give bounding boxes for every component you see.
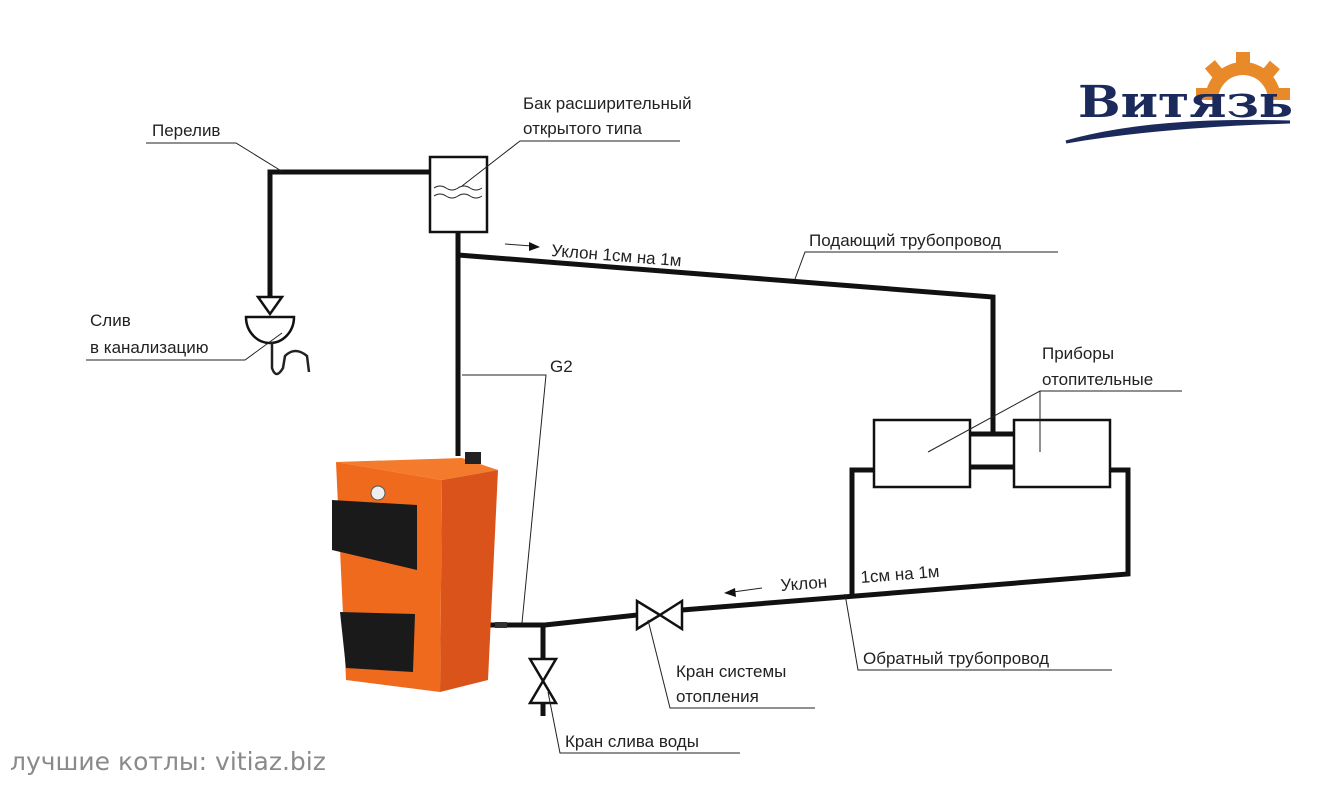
radiator-right — [1012, 418, 1112, 489]
return-pipe-label: Обратный трубопровод — [863, 649, 1049, 668]
vitiaz-logo: Витязь — [1065, 52, 1293, 144]
drain-valve-icon[interactable] — [527, 657, 559, 705]
drain-label-line2: в канализацию — [90, 338, 209, 357]
gear-icon — [1196, 52, 1290, 100]
return-slope-label-a: Уклон — [780, 572, 828, 595]
supply-pipe-label: Подающий трубопровод — [809, 231, 1001, 250]
return-left-drop — [849, 467, 874, 598]
tank-label-line1: Бак расширительный — [523, 94, 692, 113]
heating-valve-label-line1: Кран системы — [676, 662, 786, 681]
overflow-pipe — [267, 169, 432, 296]
sewer-drain-icon — [244, 295, 311, 376]
g2-label: G2 — [550, 357, 573, 376]
tank-label-line2: открытого типа — [523, 119, 643, 138]
drain-label-line1: Слив — [90, 311, 131, 330]
radiator-left — [872, 418, 972, 489]
heating-valve-label-line2: отопления — [676, 687, 759, 706]
overflow-label: Перелив — [152, 121, 220, 140]
return-to-boiler-pipe — [485, 612, 638, 628]
flow-arrow-supply — [504, 242, 540, 251]
return-slope-label-b: 1см на 1м — [860, 562, 940, 587]
drain-valve-label: Кран слива воды — [565, 732, 699, 751]
watermark: лучшие котлы: vitiaz.biz — [10, 747, 326, 776]
expansion-tank — [428, 155, 489, 234]
flow-arrow-return — [724, 587, 763, 597]
boiler — [332, 452, 507, 692]
pipes — [267, 169, 1131, 716]
radiators-label-line2: отопительные — [1042, 370, 1153, 389]
logo-swoosh — [1065, 119, 1291, 144]
leader-lines — [86, 140, 1182, 754]
heating-valve-icon[interactable] — [635, 598, 684, 632]
radiators-label-line1: Приборы — [1042, 344, 1114, 363]
supply-pipe — [457, 252, 996, 432]
logo-text: Витязь — [1078, 77, 1293, 128]
thermometer-icon — [370, 485, 386, 501]
return-pipe — [681, 467, 1131, 613]
